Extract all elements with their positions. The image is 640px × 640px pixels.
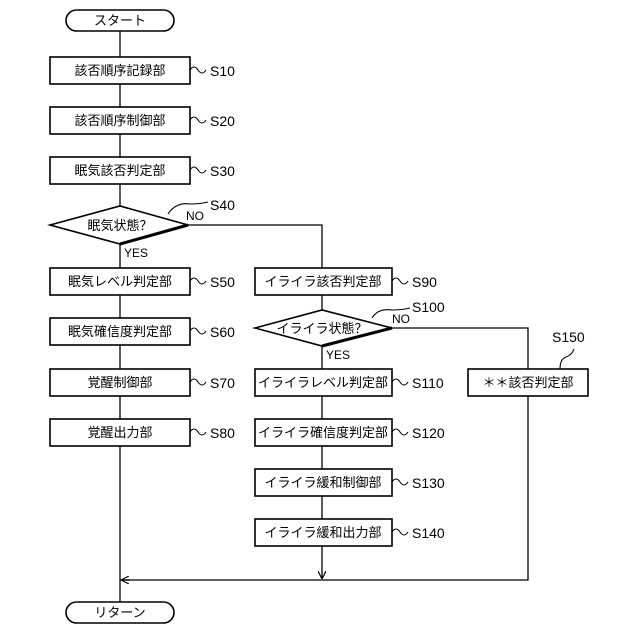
end-label: リターン <box>94 606 145 621</box>
step-s90-number: S90 <box>412 274 437 290</box>
step-s10-label: 該否順序記録部 <box>74 63 165 79</box>
step-s50: 眠気レベル判定部 S50 <box>50 268 235 295</box>
step-s80-number: S80 <box>210 425 235 441</box>
step-s60: 眠気確信度判定部 S60 <box>50 318 235 345</box>
step-s150-label: ＊＊該否判定部 <box>482 375 573 391</box>
step-s120-label: イライラ確信度判定部 <box>258 425 388 441</box>
step-s110-number: S110 <box>412 375 444 391</box>
step-s70: 覚醒制御部 S70 <box>50 369 235 396</box>
step-s150-number: S150 <box>552 329 585 345</box>
end-terminal: リターン <box>66 602 174 623</box>
step-s60-number: S60 <box>210 324 235 340</box>
step-s130-number: S130 <box>412 475 445 491</box>
step-s110: イライラレベル判定部 S110 <box>255 369 444 396</box>
step-s30-label: 眠気該否判定部 <box>74 163 165 179</box>
step-s110-label: イライラレベル判定部 <box>258 376 388 391</box>
step-s10-number: S10 <box>210 63 235 79</box>
start-label: スタート <box>94 14 146 29</box>
step-s10: 該否順序記録部 S10 <box>50 57 235 84</box>
decision-s100-number: S100 <box>412 299 445 315</box>
decision-s40-number: S40 <box>210 197 235 213</box>
step-s30: 眠気該否判定部 S30 <box>50 157 235 184</box>
step-s80: 覚醒出力部 S80 <box>50 419 235 446</box>
step-s130-label: イライラ緩和制御部 <box>264 476 381 491</box>
decision-s40-no: NO <box>186 209 204 223</box>
step-s80-label: 覚醒出力部 <box>87 426 152 441</box>
step-s120: イライラ確信度判定部 S120 <box>255 419 445 446</box>
step-s50-label: 眠気レベル判定部 <box>68 274 172 290</box>
step-s70-label: 覚醒制御部 <box>87 376 152 391</box>
step-s130: イライラ緩和制御部 S130 <box>255 469 445 496</box>
step-s20-number: S20 <box>210 113 235 129</box>
step-s20: 該否順序制御部 S20 <box>50 107 235 134</box>
decision-s100-yes: YES <box>326 348 350 362</box>
decision-s40-yes: YES <box>124 246 148 260</box>
step-s90-label: イライラ該否判定部 <box>264 274 381 290</box>
decision-s40-label: 眠気状態？ <box>87 218 152 234</box>
decision-s100-label: イライラ状態？ <box>276 321 367 337</box>
start-terminal: スタート <box>66 10 174 31</box>
step-s120-number: S120 <box>412 425 445 441</box>
decision-s40: 眠気状態？ S40 NO YES <box>50 197 235 260</box>
step-s60-label: 眠気確信度判定部 <box>68 324 172 340</box>
step-s90: イライラ該否判定部 S90 <box>255 268 437 295</box>
step-s70-number: S70 <box>210 375 235 391</box>
step-s20-label: 該否順序制御部 <box>74 113 165 129</box>
step-s50-number: S50 <box>210 274 235 290</box>
step-s140: イライラ緩和出力部 S140 <box>255 519 445 546</box>
decision-s100-no: NO <box>392 312 410 326</box>
step-s140-number: S140 <box>412 525 445 541</box>
decision-s100: イライラ状態？ S100 NO YES <box>255 299 445 362</box>
step-s140-label: イライラ緩和出力部 <box>264 526 381 541</box>
step-s30-number: S30 <box>210 163 235 179</box>
